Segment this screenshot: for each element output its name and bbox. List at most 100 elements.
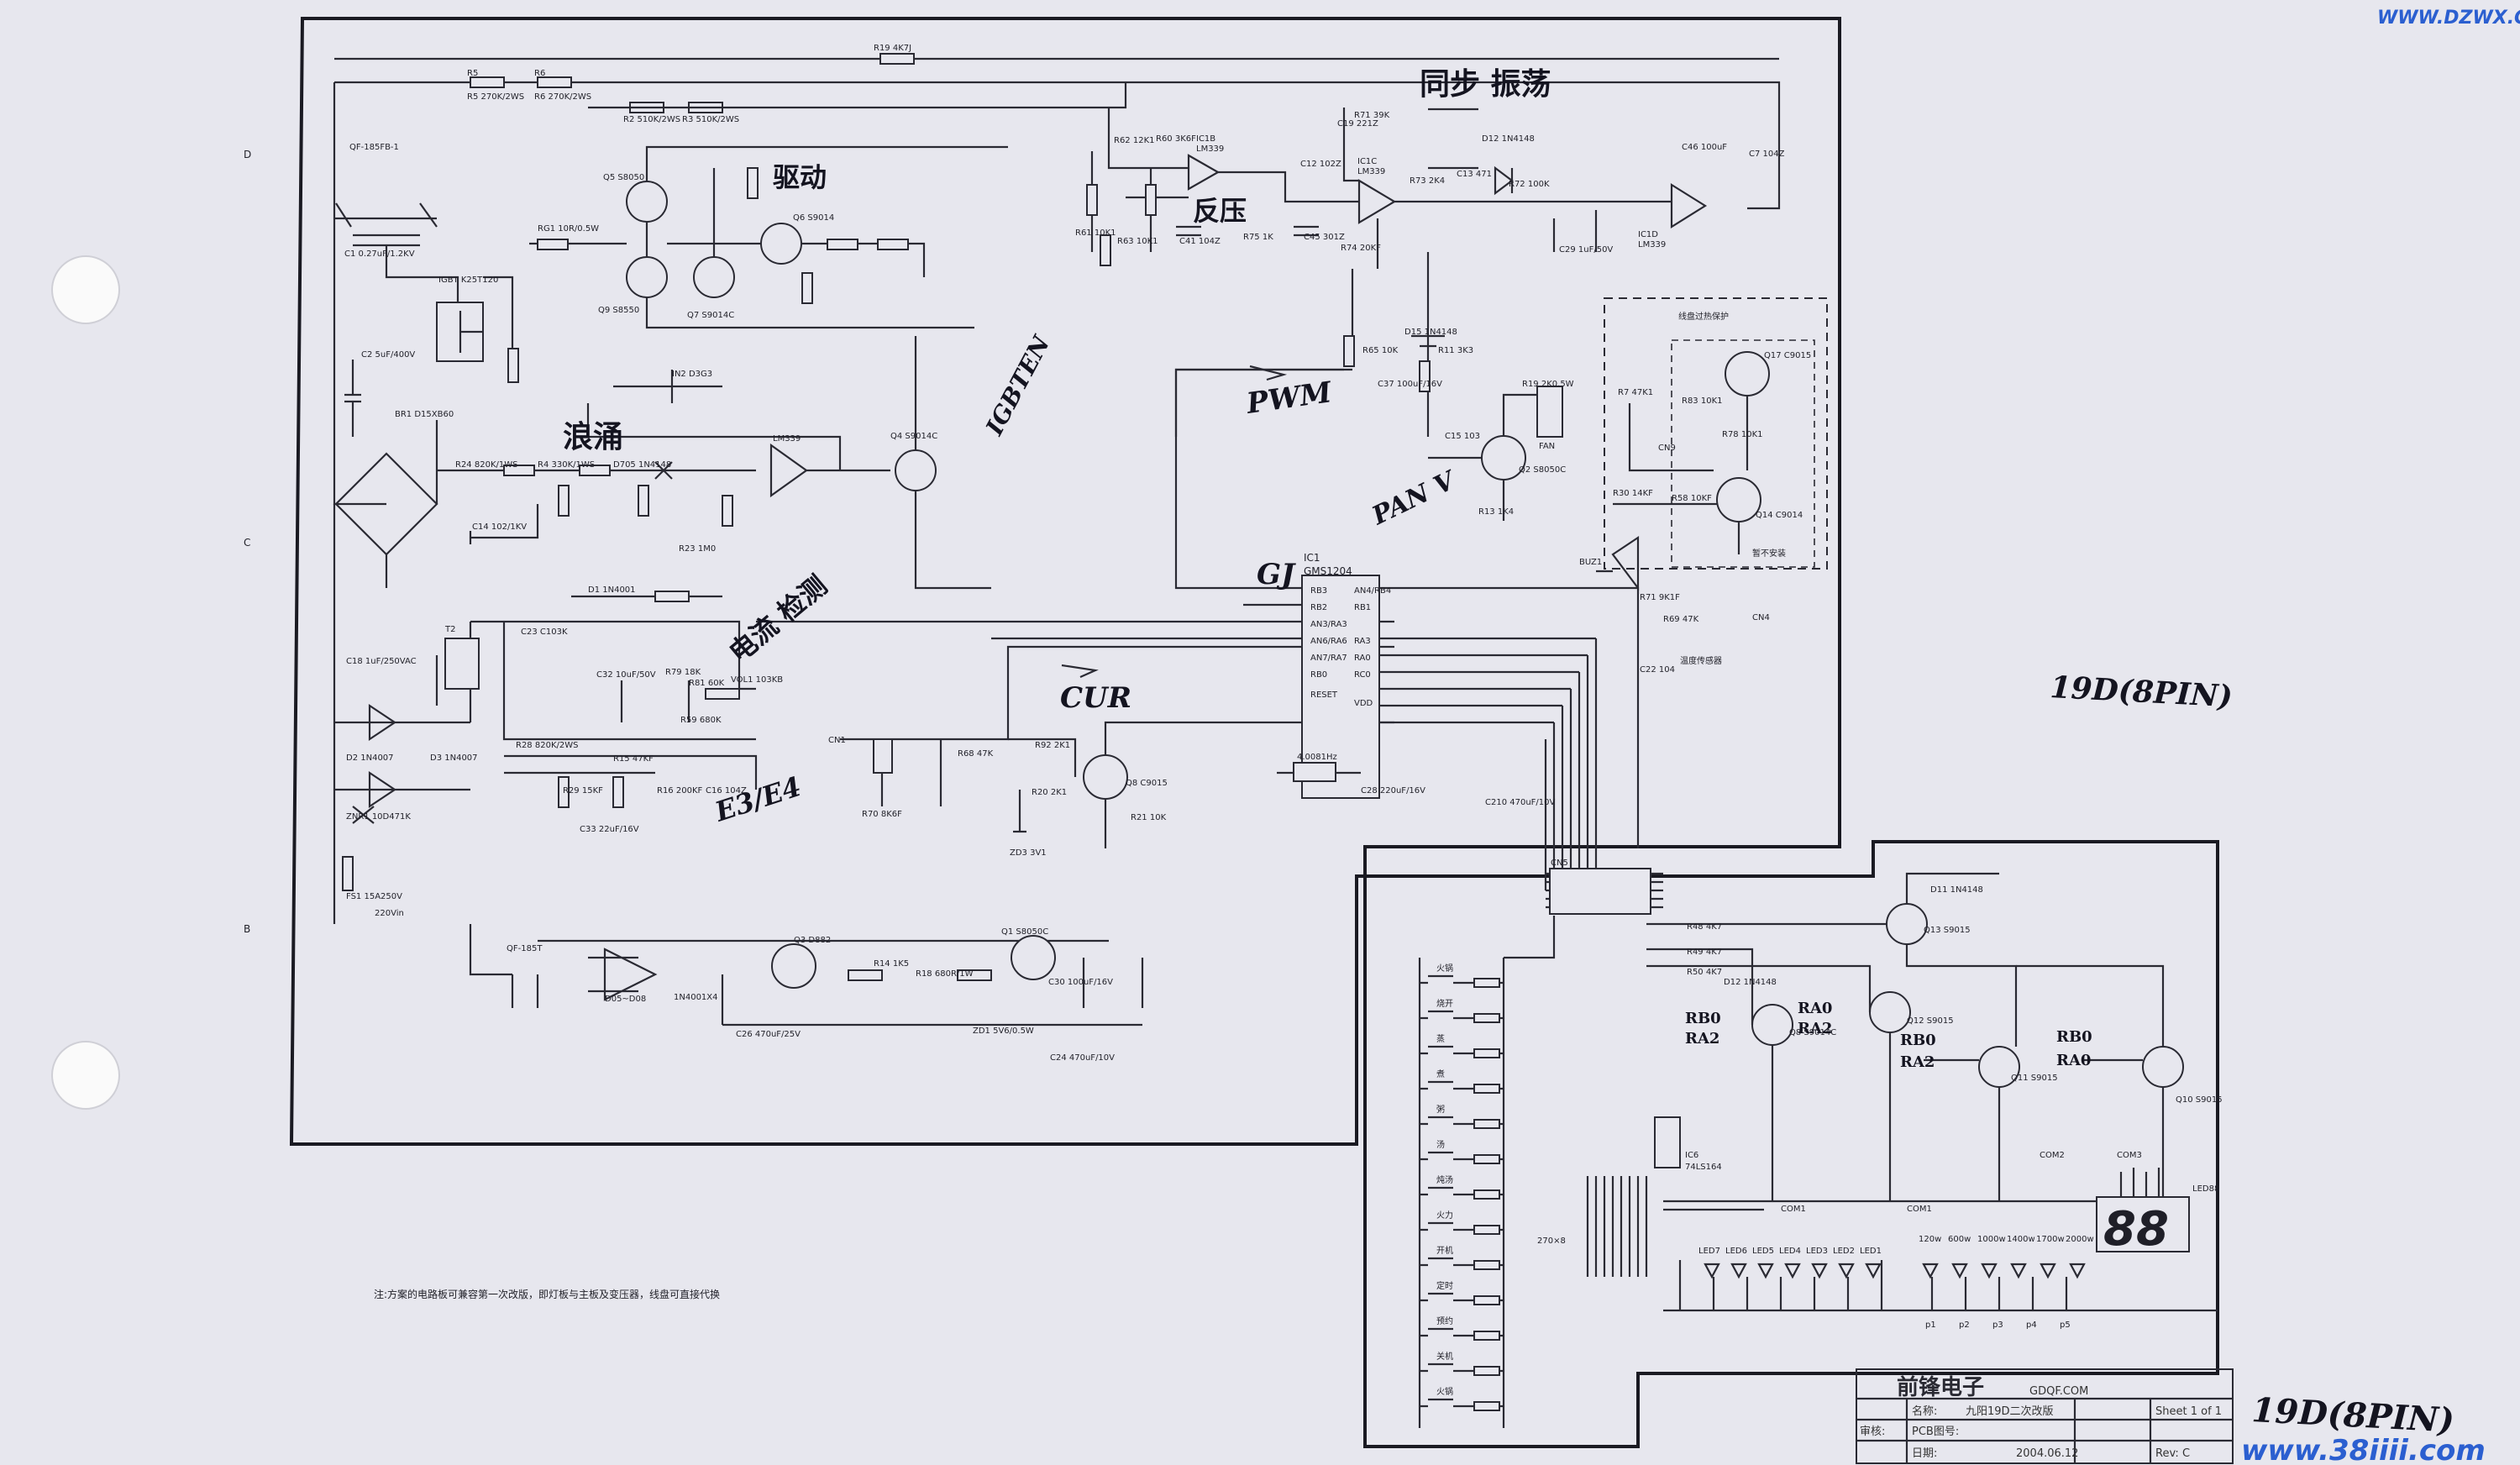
title-name: 九阳19D二次改版 [1966,1405,2054,1418]
button-column [1418,916,1556,1428]
svg-text:C29 1uF/50V: C29 1uF/50V [1559,245,1613,255]
button-8: 火力 [1420,1210,1504,1235]
svg-text:AN4/RB4: AN4/RB4 [1354,586,1391,596]
led-right-2: 600w [1948,1235,1971,1279]
title-site: GDQF.COM [2029,1385,2088,1398]
svg-text:CN9: CN9 [1658,444,1676,453]
led-left-label: LED5 [1752,1247,1774,1256]
svg-text:LM339: LM339 [773,434,801,444]
ic6-part: 74LS164 [1685,1163,1722,1172]
resonant-section [333,168,519,506]
ic1-ref: IC1 [1304,552,1320,564]
comparators [1086,108,1708,269]
svg-text:R75 1K: R75 1K [1243,233,1273,242]
svg-text:R68 47K: R68 47K [958,749,994,759]
ic1b-ref: IC1B [1196,134,1215,144]
svg-text:Q7 S9014C: Q7 S9014C [687,311,734,320]
svg-text:R78 10K1: R78 10K1 [1722,430,1763,439]
led-right-6: 2000w [2066,1235,2094,1279]
mains-label: 220Vin [375,909,404,918]
annotation-model-2: 19D(8PIN) [2250,1390,2455,1441]
button-1: 火锅 [1420,964,1504,988]
power-label: p5 [2060,1321,2071,1330]
led-left-label: LED7 [1698,1247,1720,1256]
cn5-bus [1546,868,1663,915]
button-label: 开机 [1436,1245,1453,1256]
svg-text:Q11 S9015: Q11 S9015 [2011,1074,2058,1083]
led-left-2: LED6 [1725,1247,1747,1279]
led-resistors [1586,1176,2184,1277]
q2-label: Q2 S8050C [1519,465,1566,475]
svg-text:C45 301Z: C45 301Z [1304,233,1345,242]
svg-text:R71 9K1F: R71 9K1F [1640,593,1680,602]
svg-text:CN1: CN1 [828,736,846,745]
svg-text:C14 102/1KV: C14 102/1KV [472,522,527,532]
annotation-pwm: PWM [1244,375,1335,421]
com1-label-b: COM1 [1907,1205,1932,1214]
button-7: 炖汤 [1420,1174,1504,1200]
svg-text:R23 1M0: R23 1M0 [679,544,716,554]
display-drivers [1646,872,2184,1201]
com3-label: COM3 [2117,1151,2142,1160]
led-left-4: LED4 [1779,1247,1801,1279]
svg-text:R58 10KF: R58 10KF [1672,494,1712,503]
button-3: 蒸 [1420,1034,1504,1058]
title-drawn-label: 审核: [1860,1426,1885,1438]
zd1-label: ZD1 5V6/0.5W [973,1027,1034,1036]
led-right-5: 1700w [2036,1235,2065,1279]
svg-text:AN7/RA7: AN7/RA7 [1310,654,1347,663]
svg-text:C33 22uF/16V: C33 22uF/16V [580,825,639,834]
fan-label: FAN [1539,442,1555,451]
c24-label: C24 470uF/10V [1050,1053,1115,1063]
led-right-label: 1000w [1977,1235,2006,1244]
button-label: 烧开 [1436,998,1453,1009]
svg-text:R7 47K1: R7 47K1 [1618,388,1653,397]
svg-text:R20 2K1: R20 2K1 [1032,788,1067,797]
c1-label: C1 0.27uF/1.2KV [344,249,415,259]
svg-text:Q6 S9014: Q6 S9014 [793,213,834,223]
crystal-label: 4.0081Hz [1297,753,1337,762]
svg-text:D12 1N4148: D12 1N4148 [1482,134,1535,144]
led-left-label: LED4 [1779,1247,1801,1256]
ic1c-ref: IC1C [1357,157,1377,166]
led-row [1663,1260,2218,1312]
mcu [991,368,1640,890]
svg-text:RB0: RB0 [1310,670,1327,680]
svg-text:RB3: RB3 [1310,586,1327,596]
svg-text:CN4: CN4 [1752,613,1770,622]
svg-text:270×8: 270×8 [1537,1237,1566,1246]
bridge-label: BR1 D15XB60 [395,410,454,419]
aux-supply [469,924,1144,1027]
svg-text:RA0: RA0 [1798,1000,1832,1017]
com2-label: COM2 [2040,1151,2065,1160]
svg-text:RB1: RB1 [1354,603,1371,612]
cn5-label: CN5 [1551,859,1568,868]
svg-text:C19 221Z: C19 221Z [1337,119,1378,129]
svg-text:R30 14KF: R30 14KF [1613,489,1653,498]
button-label: 预约 [1436,1315,1453,1326]
transformer-label: QF-185T [507,944,543,953]
c30-label: C30 100uF/16V [1048,978,1113,987]
svg-text:RA0: RA0 [1354,654,1371,663]
c26-label: C26 470uF/25V [736,1030,801,1039]
svg-text:R65 10K: R65 10K [1362,346,1399,355]
annotation-drive: 驱动 [773,161,827,193]
cur-arrow [1061,664,1099,679]
button-label: 火锅 [1436,1387,1453,1397]
ic6-box [1654,1116,1681,1168]
grid-letter-b: B [244,923,250,935]
button-label: 煮 [1436,1069,1445,1079]
watermark-bottom: www.38iiii.com [2241,1434,2486,1465]
svg-text:1N4001X4: 1N4001X4 [674,993,718,1002]
svg-text:C23 C103K: C23 C103K [521,627,568,637]
r3-label: R3 510K/2WS [682,115,739,124]
button-5: 粥 [1420,1105,1504,1129]
svg-text:C12 102Z: C12 102Z [1300,160,1341,169]
led-left-1: LED7 [1698,1247,1720,1279]
button-10: 定时 [1420,1280,1504,1305]
svg-text:C22 104: C22 104 [1640,665,1675,675]
svg-text:R50 4K7: R50 4K7 [1687,968,1722,977]
